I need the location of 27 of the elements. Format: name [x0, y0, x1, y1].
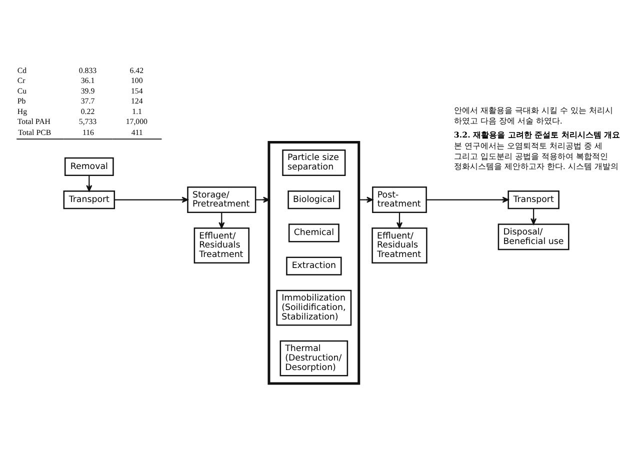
- label: 본 연구에서는 오염퇴적토 처리공법 중 세: [454, 142, 602, 151]
- label: 39.9: [80, 86, 95, 96]
- label: 6.42: [130, 66, 144, 75]
- label: 안에서 재활용을 극대화 시킬 수 있는 처리시: [454, 106, 613, 116]
- label: 124: [130, 96, 143, 106]
- label: 37.7: [80, 96, 95, 106]
- label: 5,733: [78, 117, 97, 126]
- label: 411: [131, 128, 143, 138]
- label: 정화시스템을 제안하고자 한다. 시스템 개발의: [454, 162, 618, 172]
- label: 17,000: [126, 117, 148, 126]
- label: Total PCB: [18, 128, 52, 138]
- label: 0.833: [78, 66, 97, 75]
- label: Cd: [17, 66, 27, 75]
- label: 116: [82, 128, 94, 138]
- label: Total PAH: [17, 117, 50, 126]
- label: 그리고 입도분리 공법을 적용하여 복합적인: [454, 152, 608, 161]
- label: 1.1: [132, 106, 142, 116]
- label: 100: [130, 76, 143, 86]
- label: Hg: [17, 106, 28, 116]
- label: 36.1: [80, 76, 95, 86]
- label: Cr: [17, 76, 26, 86]
- label: Pb: [17, 96, 26, 106]
- label: 하였고 다음 장에 서술 하였다.: [454, 116, 562, 126]
- label: Cu: [17, 86, 27, 96]
- label: 3.2. 재활용을 고려한 준설토 처리시스템 개요: [454, 130, 620, 140]
- label: 0.22: [80, 106, 95, 116]
- label: 154: [130, 86, 143, 96]
